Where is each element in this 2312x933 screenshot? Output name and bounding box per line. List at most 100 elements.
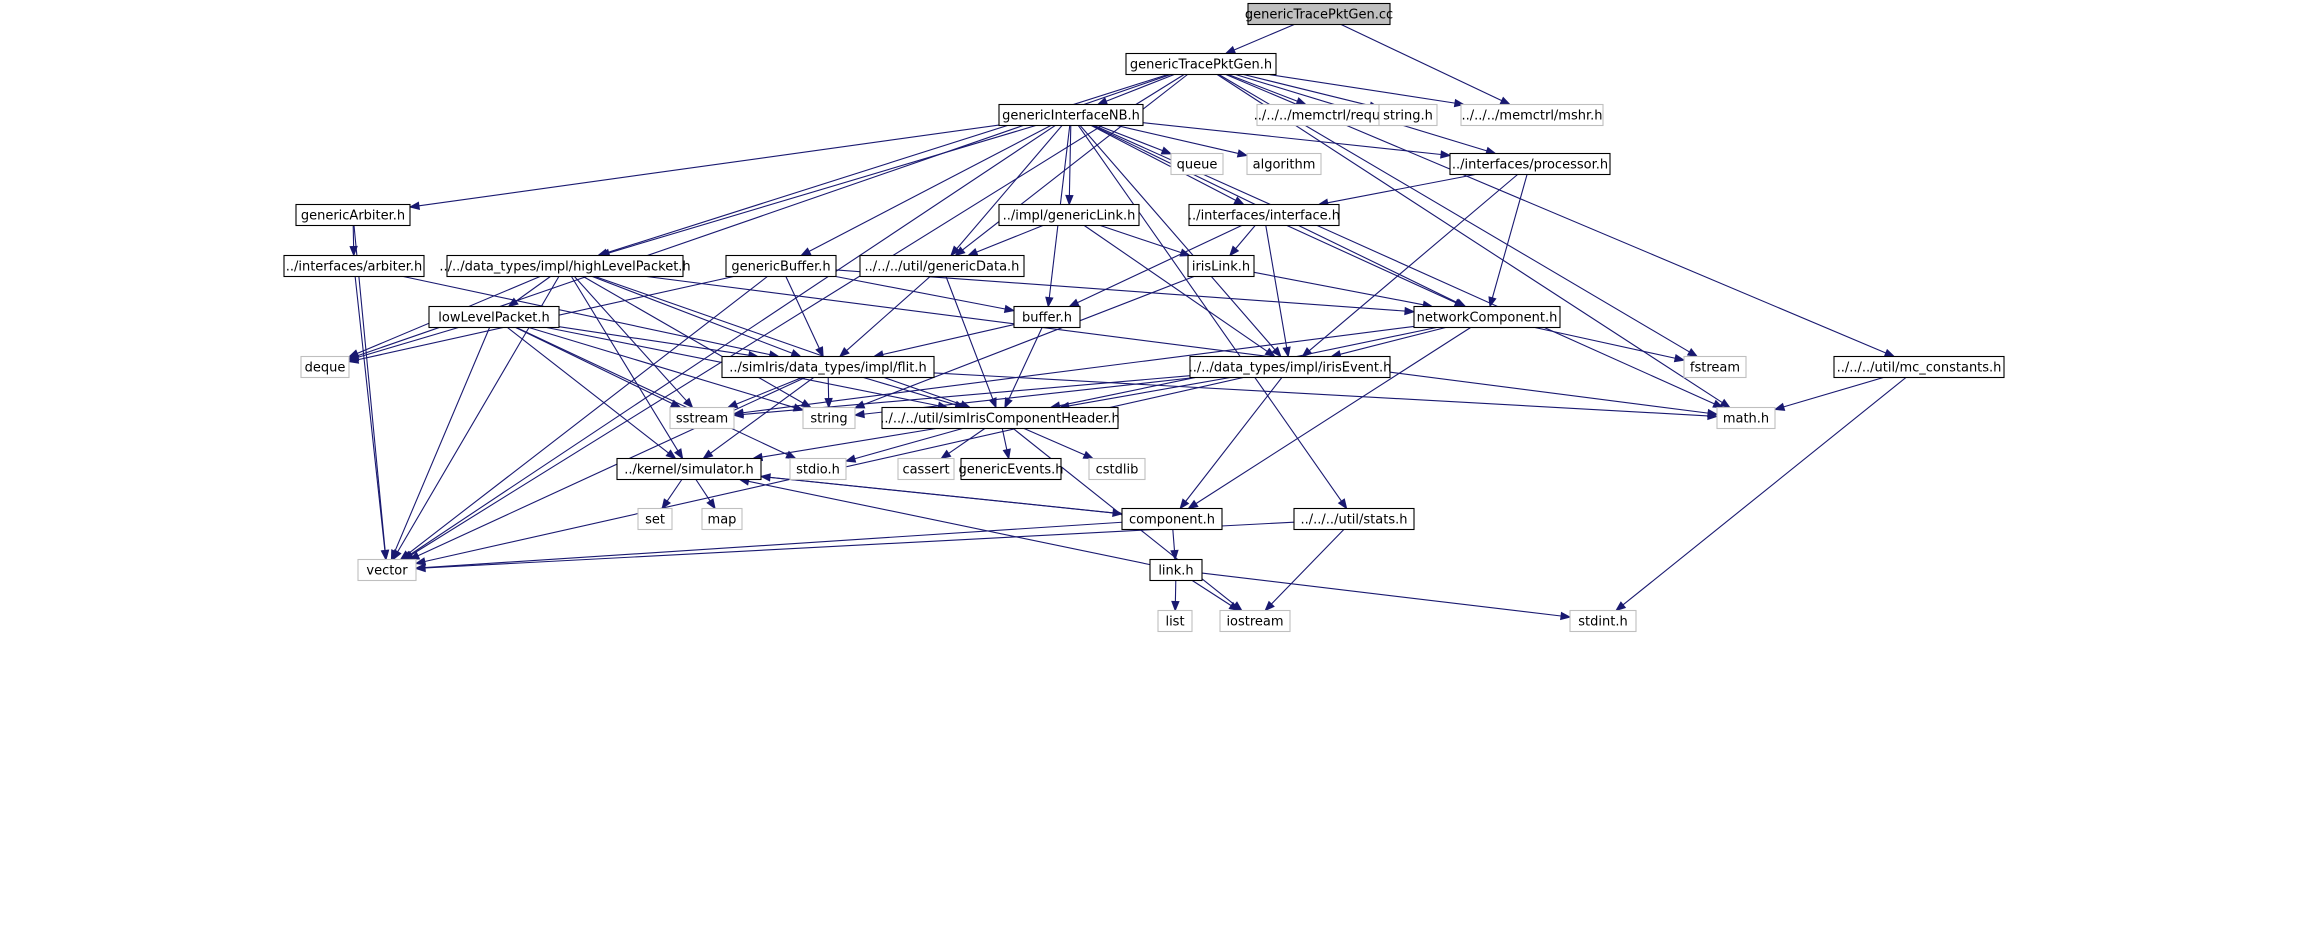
edge-nb-to-algorithm bbox=[1116, 124, 1239, 155]
edge-llp-to-stdio bbox=[516, 327, 788, 456]
edge-header-to-mshr bbox=[1269, 73, 1456, 104]
edge-arrowhead-root-to-mshr bbox=[1499, 96, 1512, 106]
edge-flit-to-vector bbox=[417, 377, 806, 557]
node-mshr-h: ../../../memctrl/mshr.h bbox=[1460, 103, 1604, 127]
node-processor-h[interactable]: ../interfaces/processor.h bbox=[1449, 152, 1611, 176]
edge-iface-to-netcomp bbox=[1286, 224, 1457, 304]
edge-hlp-to-llp bbox=[515, 276, 551, 302]
edge-irislink-to-netcomp bbox=[1253, 271, 1424, 306]
edge-ifarbiter-to-vector bbox=[354, 276, 386, 551]
edge-arrowhead-hlp-to-sstream bbox=[683, 397, 694, 409]
node-simulator-h[interactable]: ../kernel/simulator.h bbox=[616, 457, 762, 481]
edge-netcomp-to-sstream bbox=[742, 325, 1415, 414]
node-label: lowLevelPacket.h bbox=[438, 311, 549, 326]
edge-arrowhead-genlink-to-irisevent bbox=[1264, 347, 1276, 358]
node-link-h[interactable]: link.h bbox=[1149, 558, 1203, 582]
edge-arrowhead-flit-to-string bbox=[824, 397, 833, 409]
node-genericdata-h[interactable]: ../../../util/genericData.h bbox=[859, 254, 1025, 278]
node-generictracepktgen-h[interactable]: genericTracePktGen.h bbox=[1125, 52, 1277, 76]
node-irislink-h[interactable]: irisLink.h bbox=[1187, 254, 1255, 278]
node-networkcomponent-h[interactable]: networkComponent.h bbox=[1413, 305, 1561, 329]
edge-arrowhead-netcomp-to-fstream bbox=[1673, 354, 1686, 363]
edge-arrowhead-irisevent-to-component bbox=[1179, 498, 1190, 510]
node-lowlevelpacket-h[interactable]: lowLevelPacket.h bbox=[428, 305, 560, 329]
node-stats-h[interactable]: ../../../util/stats.h bbox=[1293, 507, 1415, 531]
edge-arrowhead-nb-to-genbuf bbox=[799, 247, 812, 257]
node-label: cassert bbox=[902, 463, 949, 478]
edge-llp-to-simulator bbox=[507, 327, 669, 454]
node-mc-constants-h[interactable]: ../../../util/mc_constants.h bbox=[1833, 355, 2005, 379]
node-component-h[interactable]: component.h bbox=[1121, 507, 1223, 531]
edge-arrowhead-header-to-fstream bbox=[1686, 348, 1699, 358]
edge-sichead-to-events bbox=[1001, 428, 1008, 450]
node-vector: vector bbox=[357, 558, 417, 582]
node-label: ../simIris/data_types/impl/flit.h bbox=[729, 361, 926, 376]
node-queue: queue bbox=[1170, 152, 1224, 176]
edge-genbuf-to-flit bbox=[785, 276, 820, 349]
node-arbiter-h[interactable]: ../interfaces/arbiter.h bbox=[283, 254, 425, 278]
node-label: ../../../util/stats.h bbox=[1301, 513, 1408, 528]
edge-hlp-to-sstream bbox=[574, 276, 687, 402]
node-generictracepktgen-cc[interactable]: genericTracePktGen.cc bbox=[1245, 2, 1393, 26]
edge-arrowhead-llp-to-deque bbox=[347, 353, 360, 362]
node-flit-h[interactable]: ../simIris/data_types/impl/flit.h bbox=[721, 355, 935, 379]
node-simiriscomponentheader-h[interactable]: ../../../util/simIrisComponentHeader.h bbox=[880, 406, 1120, 430]
node-genericevents-h[interactable]: genericEvents.h bbox=[959, 457, 1064, 481]
edge-sichead-to-simulator bbox=[761, 427, 937, 458]
edge-arrowhead-nb-to-arbiter bbox=[408, 201, 420, 210]
edge-arrowhead-genbuf-to-vector bbox=[399, 550, 411, 561]
edge-arrowhead-root-to-header bbox=[1224, 45, 1237, 55]
node-list: list bbox=[1157, 609, 1193, 633]
node-label: queue bbox=[1177, 158, 1218, 173]
node-label: irisLink.h bbox=[1192, 260, 1250, 275]
edge-processor-to-netcomp bbox=[1491, 174, 1528, 298]
edge-arrowhead-nb-to-buffer bbox=[1045, 296, 1054, 308]
node-label: string bbox=[810, 412, 847, 427]
node-genericarbiter-h[interactable]: genericArbiter.h bbox=[295, 203, 411, 227]
edge-nb-to-hlp bbox=[608, 124, 1036, 254]
edge-arrowhead-hlp-to-flit bbox=[790, 349, 802, 358]
edge-arrowhead-irisevent-to-sstream bbox=[732, 410, 744, 419]
edge-llp-to-sstream bbox=[515, 327, 673, 405]
node-highlevelpacket-h[interactable]: ../../data_types/impl/highLevelPacket.h bbox=[439, 254, 691, 278]
node-label: ../../../util/genericData.h bbox=[865, 260, 1020, 275]
edge-arrowhead-arbiter-to-ifarbiter bbox=[349, 245, 358, 257]
node-label: ../interfaces/arbiter.h bbox=[286, 260, 423, 275]
edge-genlink-to-irislink bbox=[1100, 224, 1182, 254]
edge-arrowhead-llp-to-vector bbox=[390, 549, 400, 561]
edge-gendata-to-sichead bbox=[945, 276, 994, 400]
node-buffer-h[interactable]: buffer.h bbox=[1013, 305, 1081, 329]
edge-arrowhead-mcconst-to-math bbox=[1773, 402, 1786, 411]
node-label: ../../data_types/impl/irisEvent.h bbox=[1189, 361, 1392, 376]
node-label: genericInterfaceNB.h bbox=[1002, 109, 1140, 124]
edge-genlink-to-gendata bbox=[976, 224, 1044, 253]
edge-component-to-vector bbox=[424, 521, 1123, 569]
edge-nb-to-queue bbox=[1097, 124, 1163, 152]
node-stdio-h: stdio.h bbox=[789, 457, 847, 481]
node-irisevent-h[interactable]: ../../data_types/impl/irisEvent.h bbox=[1189, 355, 1392, 379]
edge-genbuf-to-vector bbox=[407, 276, 768, 555]
edge-sichead-to-cassert bbox=[948, 428, 986, 454]
node-label: ../../../memctrl/request.h bbox=[1254, 109, 1413, 124]
edge-arrowhead-sichead-to-cstdlib bbox=[1082, 450, 1095, 460]
node-genericbuffer-h[interactable]: genericBuffer.h bbox=[725, 254, 837, 278]
edge-flit-to-math bbox=[933, 372, 1709, 417]
node-cstdlib: cstdlib bbox=[1088, 457, 1146, 481]
edge-arrowhead-iface-to-irisevent bbox=[1282, 346, 1291, 358]
edge-component-to-link bbox=[1172, 529, 1176, 551]
edge-buffer-to-sichead bbox=[1008, 327, 1043, 400]
edge-simulator-to-set bbox=[666, 479, 683, 502]
edge-hlp-to-math bbox=[646, 275, 1709, 414]
node-genericlink-h[interactable]: ../impl/genericLink.h bbox=[998, 203, 1140, 227]
node-label: genericBuffer.h bbox=[731, 260, 830, 275]
edge-nb-to-gendata bbox=[956, 125, 1063, 250]
node-label: fstream bbox=[1690, 361, 1740, 376]
node-cassert: cassert bbox=[897, 457, 955, 481]
node-label: string.h bbox=[1383, 109, 1433, 124]
edge-arrowhead-nb-to-stats bbox=[1337, 498, 1348, 510]
edge-header-to-request bbox=[1227, 73, 1298, 102]
node-interface-h[interactable]: ../interfaces/interface.h bbox=[1188, 203, 1340, 227]
node-genericinterfacenb-h[interactable]: genericInterfaceNB.h bbox=[998, 103, 1144, 127]
node-math-h: math.h bbox=[1716, 406, 1776, 430]
edge-hlp-to-simulator bbox=[570, 276, 679, 452]
